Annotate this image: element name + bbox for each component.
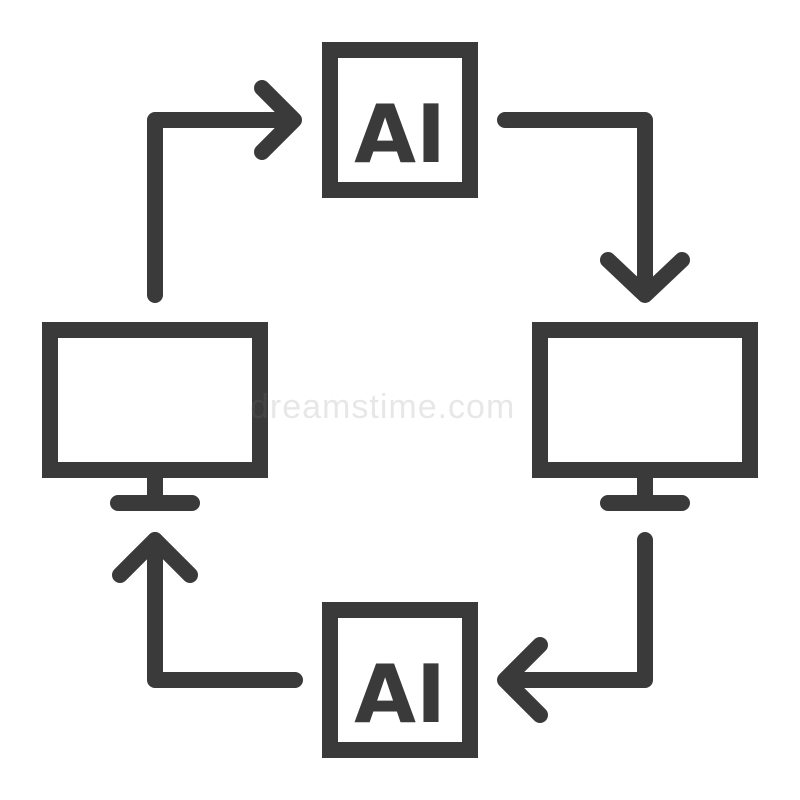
- monitor-left-screen: [42, 322, 268, 478]
- arrow-down-head-icon: [600, 252, 690, 303]
- ai-chip-bottom-label: AI: [354, 648, 446, 741]
- ai-chip-top-label: AI: [354, 88, 446, 181]
- arrow-left-head-icon: [497, 637, 548, 723]
- arrow-up-head-icon: [112, 532, 198, 583]
- arrow-bottom-ai-to-left: [112, 532, 303, 688]
- arrow-right-to-bottom-ai-line: [500, 532, 653, 688]
- arrow-top-ai-to-right: [497, 112, 690, 303]
- ai-chip-top: AI: [322, 42, 478, 198]
- arrow-left-to-top-ai-line: [147, 112, 300, 303]
- ai-chip-bottom: AI: [322, 602, 478, 758]
- monitor-left-icon: [42, 322, 268, 511]
- ai-chip-top-frame: [322, 42, 478, 198]
- arrow-left-to-top-ai: [147, 80, 302, 303]
- monitor-right-screen: [532, 322, 758, 478]
- arrow-top-ai-to-right-line: [497, 112, 653, 300]
- monitor-right-icon: [532, 322, 758, 511]
- arrow-right-to-bottom-ai: [497, 532, 653, 723]
- ai-chip-bottom-frame: [322, 602, 478, 758]
- arrow-right-head-icon: [254, 80, 302, 160]
- arrow-bottom-ai-to-left-line: [147, 532, 303, 688]
